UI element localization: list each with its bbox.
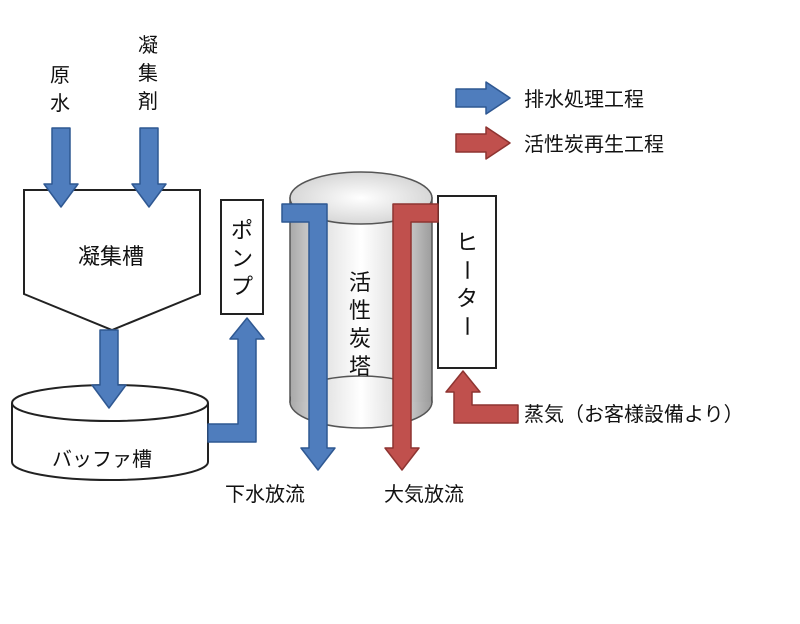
coagulant-label-2: 集 (138, 61, 158, 85)
legend-drain-arrow (455, 81, 511, 115)
heater-label-4: ー (453, 315, 478, 337)
heater-box (437, 195, 497, 369)
heater-to-atmos-arrow (384, 203, 439, 471)
pump-label-1: ポ (231, 219, 253, 244)
pump-label-2: ン (231, 247, 253, 272)
sewer-discharge-label: 下水放流 (225, 482, 305, 506)
raw-water-label-1: 原 (50, 63, 70, 87)
coagulation-tank (23, 189, 201, 332)
heater-label-1: ヒ (456, 231, 478, 256)
buffer-tank-label: バッファ槽 (52, 447, 152, 471)
coagulant-label-1: 凝 (138, 33, 158, 57)
drain-flow-arrows (43, 81, 511, 471)
coagulant-arrow (131, 127, 167, 208)
tower-label-3: 炭 (349, 327, 371, 352)
buffer-to-pump-arrow (207, 317, 265, 443)
pump-label-3: プ (231, 275, 253, 300)
regen-flow-arrows (384, 126, 519, 471)
tower-label-2: 性 (349, 299, 371, 324)
coag-to-buffer-arrow (91, 329, 127, 409)
atmos-discharge-label: 大気放流 (384, 482, 464, 506)
steam-label: 蒸気（お客様設備より） (524, 402, 744, 426)
heater-label-3: タ (456, 287, 478, 312)
pump-to-sewer-arrow (281, 203, 336, 471)
pump-box (220, 199, 264, 315)
coag-tank-label: 凝集槽 (78, 245, 144, 270)
raw-water-arrow (43, 127, 79, 208)
steam-to-heater-arrow (445, 370, 519, 424)
legend-regen-label: 活性炭再生工程 (524, 132, 664, 156)
legend-drain-label: 排水処理工程 (524, 87, 644, 111)
coagulant-label-3: 剤 (138, 89, 158, 113)
heater-label-2: ー (453, 259, 478, 281)
tower-label-4: 塔 (349, 355, 371, 380)
legend-regen-arrow (455, 126, 511, 160)
tower-label-1: 活 (349, 271, 371, 296)
raw-water-label-2: 水 (50, 91, 70, 115)
